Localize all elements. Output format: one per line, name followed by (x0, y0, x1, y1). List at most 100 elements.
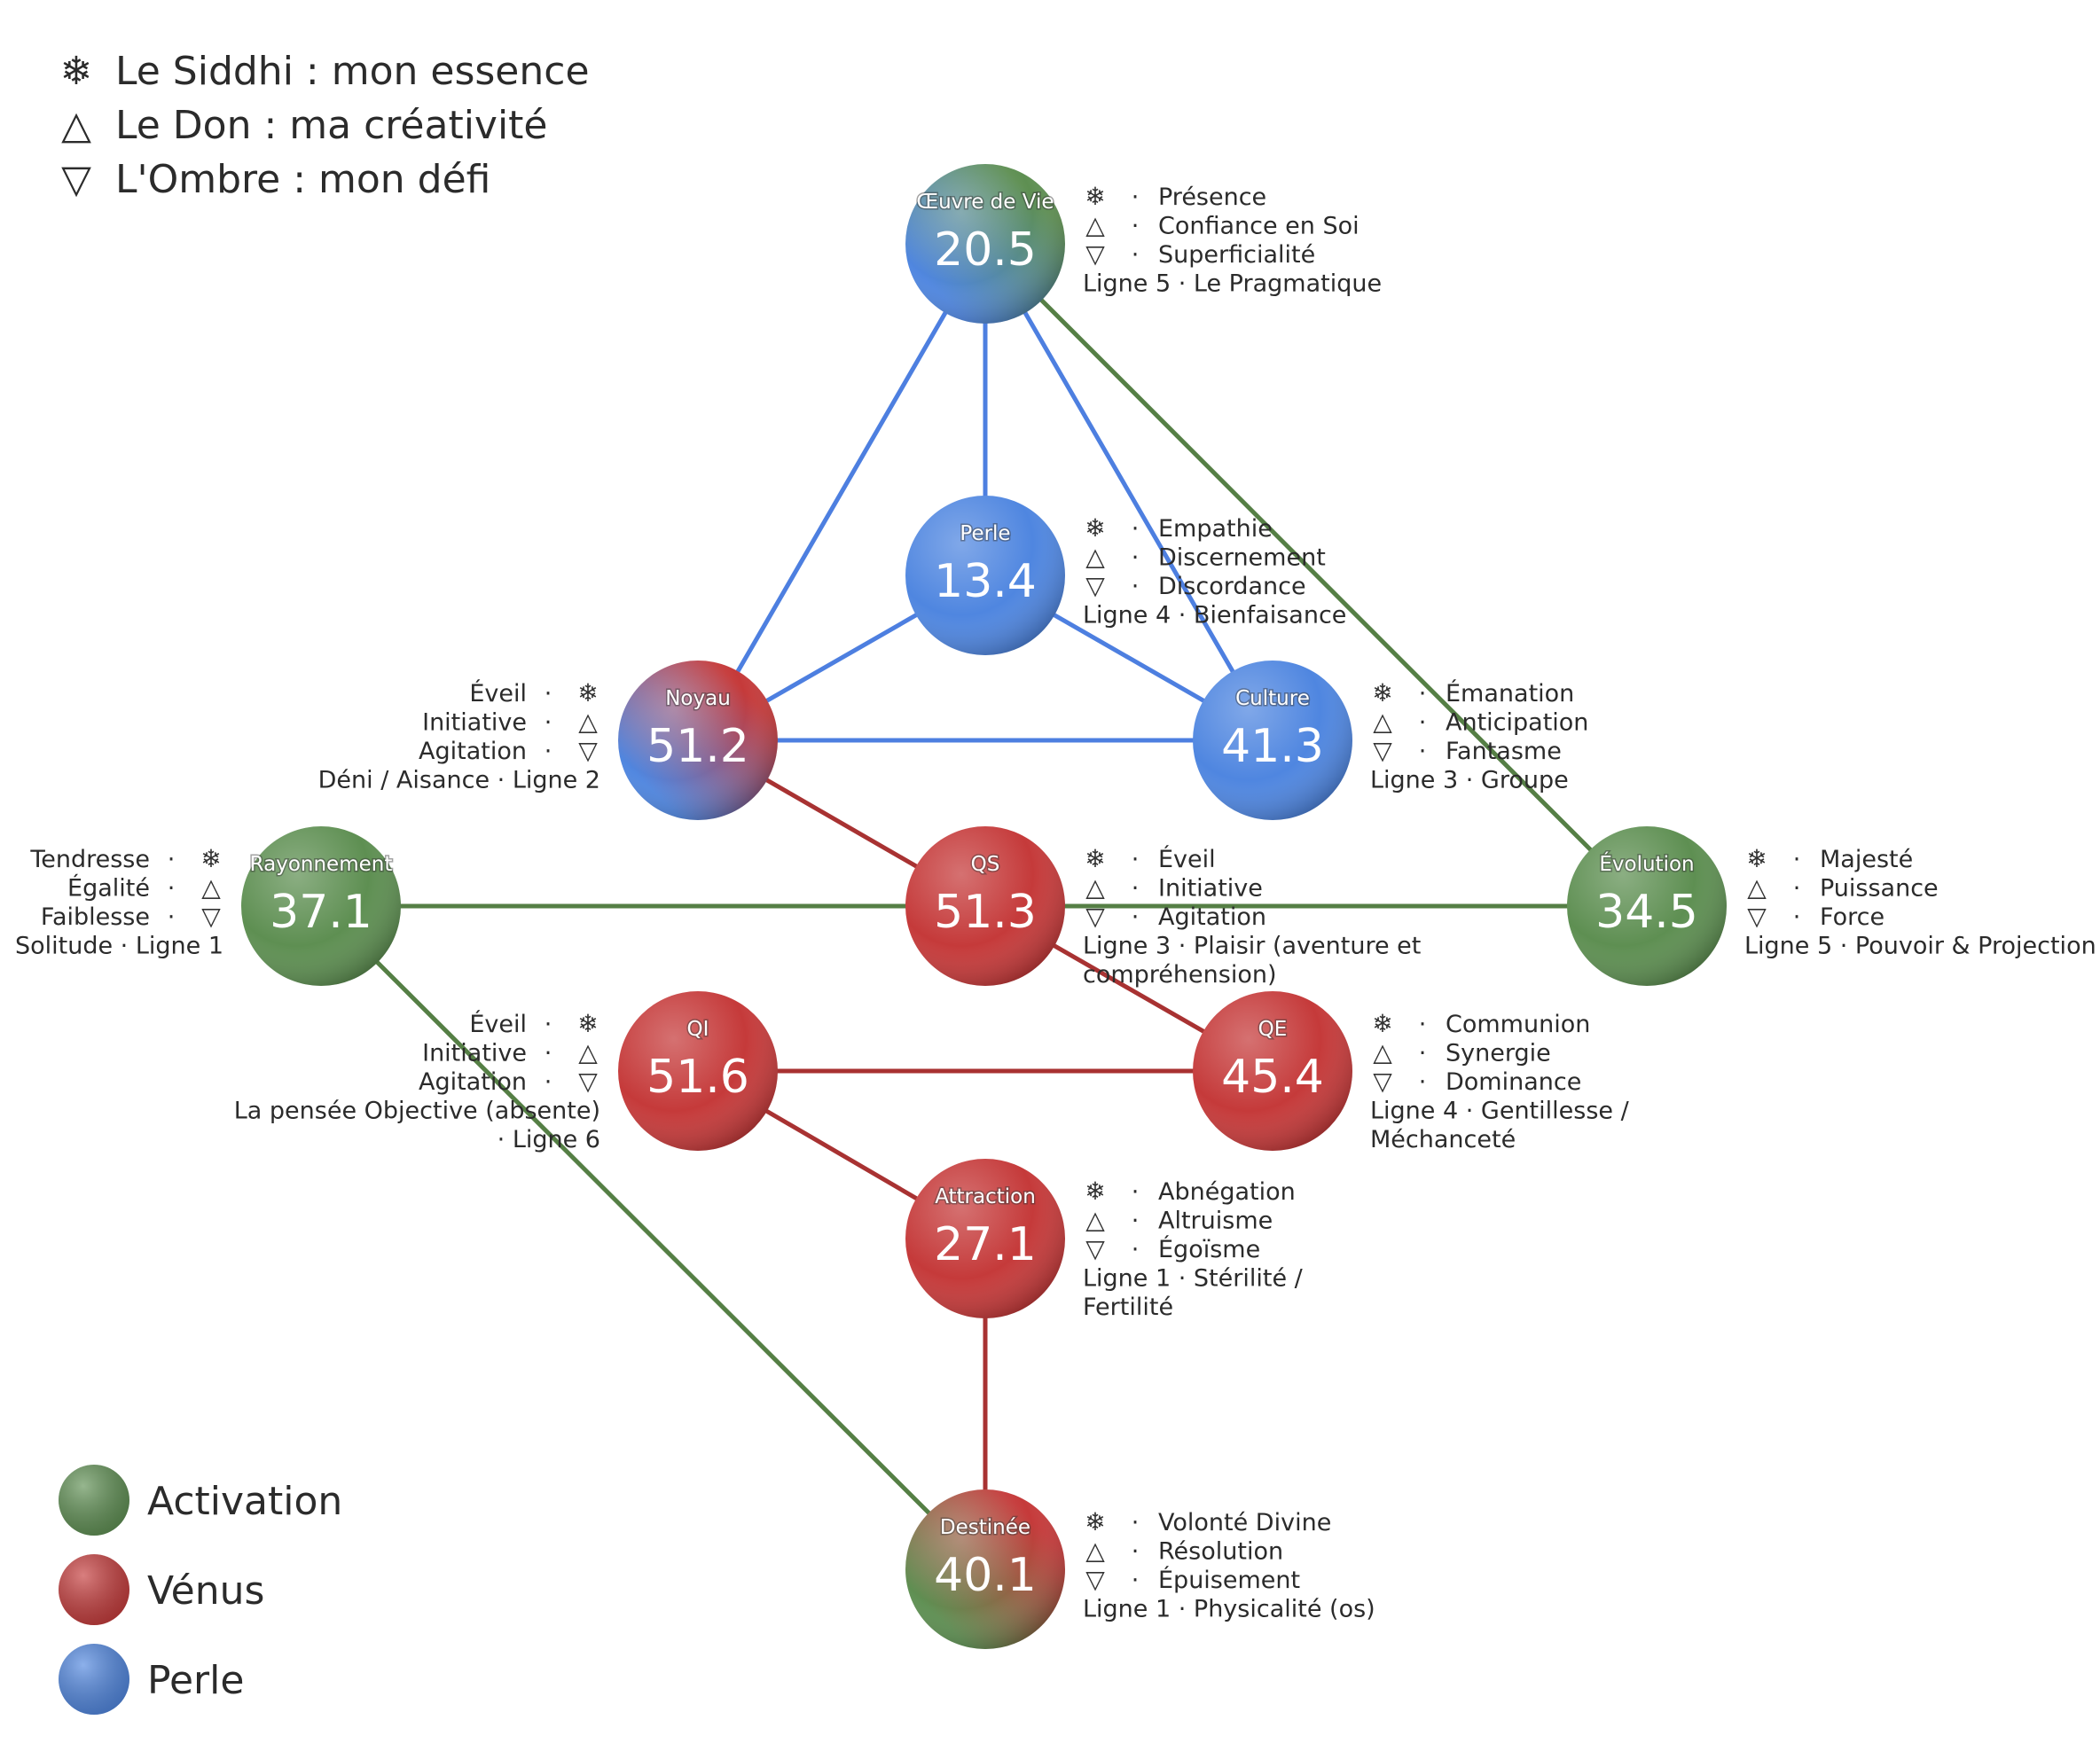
separator-dot: · (545, 680, 552, 708)
node-value: 51.3 (934, 886, 1037, 939)
node-title: QE (1258, 1018, 1288, 1041)
siddhi-label: Abnégation (1158, 1178, 1296, 1206)
siddhi-label: Éveil (469, 679, 527, 708)
node-shade (241, 826, 401, 986)
separator-dot: · (1132, 213, 1140, 240)
separator-dot: · (545, 1011, 552, 1038)
separator-dot: · (1132, 544, 1140, 572)
separator-dot: · (1132, 1236, 1140, 1263)
triangle-up-icon: △ (578, 708, 598, 737)
node-title: Culture (1235, 687, 1310, 710)
legend-label: Activation (147, 1479, 342, 1524)
edge-oeuvre-evolution (983, 242, 1649, 908)
ombre-label: Agitation (419, 1068, 527, 1096)
triangle-down-icon: ▽ (61, 157, 91, 202)
separator-dot: · (1419, 680, 1427, 708)
snowflake-icon: ❄ (1085, 1177, 1105, 1206)
node-value: 27.1 (934, 1218, 1037, 1271)
triangle-up-icon: △ (578, 1038, 598, 1067)
triangle-down-icon: ▽ (1085, 1234, 1105, 1263)
ombre-label: Épuisement (1158, 1566, 1300, 1594)
triangle-down-icon: ▽ (1085, 571, 1105, 600)
snowflake-icon: ❄ (1746, 844, 1767, 873)
ligne-label: Solitude · Ligne 1 (15, 933, 223, 960)
snowflake-icon: ❄ (1085, 1507, 1105, 1536)
node-title: Évolution (1599, 851, 1694, 876)
ligne-label: Méchanceté (1370, 1126, 1516, 1153)
node-shade (905, 826, 1065, 986)
separator-dot: · (1132, 573, 1140, 600)
separator-dot: · (168, 903, 176, 931)
separator-dot: · (1132, 1178, 1140, 1206)
separator-dot: · (1419, 1068, 1427, 1096)
don-label: Discernement (1158, 544, 1326, 572)
siddhi-label: Volonté Divine (1158, 1509, 1331, 1536)
node-shade (1567, 826, 1727, 986)
separator-dot: · (1132, 184, 1140, 211)
node-qs[interactable]: QS 51.3 (905, 826, 1065, 986)
node-title: Destinée (940, 1516, 1030, 1539)
node-title: QS (971, 853, 1000, 876)
node-shade (1193, 661, 1352, 820)
triangle-up-icon: △ (61, 103, 91, 148)
node-shade (618, 661, 778, 820)
ligne-label: Ligne 1 · Stérilité / (1083, 1265, 1304, 1293)
don-label: Confiance en Soi (1158, 213, 1360, 240)
don-label: Résolution (1158, 1538, 1283, 1566)
edge-rayonnement-destinee (319, 904, 987, 1571)
node-value: 13.4 (934, 555, 1037, 608)
ombre-label: Force (1820, 903, 1885, 931)
don-label: Initiative (422, 1040, 527, 1067)
don-label: Initiative (1158, 875, 1263, 903)
legend-swatch-shade (59, 1644, 129, 1715)
ligne-label: Ligne 3 · Plaisir (aventure et (1083, 933, 1421, 960)
snowflake-icon: ❄ (1085, 513, 1105, 543)
annotation-oeuvre: ❄·Présence△·Confiance en Soi▽·Superficia… (1083, 182, 1382, 298)
triangle-down-icon: ▽ (1373, 736, 1392, 765)
ligne-label: Ligne 4 · Gentillesse / (1370, 1098, 1630, 1125)
node-value: 51.6 (646, 1051, 749, 1104)
triangle-down-icon: ▽ (1373, 1067, 1392, 1096)
ligne-label: · Ligne 6 (498, 1126, 600, 1153)
separator-dot: · (1793, 846, 1801, 873)
node-shade (905, 1159, 1065, 1318)
don-label: Initiative (422, 709, 527, 737)
node-value: 41.3 (1221, 720, 1324, 773)
siddhi-label: Communion (1446, 1011, 1590, 1038)
triangle-up-icon: △ (1373, 1038, 1392, 1067)
triangle-down-icon: ▽ (1085, 1565, 1105, 1594)
node-value: 51.2 (646, 720, 749, 773)
siddhi-label: Présence (1158, 184, 1266, 211)
ombre-label: Dominance (1446, 1068, 1581, 1096)
separator-dot: · (1132, 1509, 1140, 1536)
annotation-rayonnement: ❄·Tendresse△·Égalité▽·FaiblesseSolitude … (15, 844, 223, 960)
separator-dot: · (1419, 738, 1427, 765)
ombre-label: Égoïsme (1158, 1235, 1260, 1263)
separator-dot: · (1132, 875, 1140, 903)
snowflake-icon: ❄ (1372, 1009, 1392, 1038)
edge-oeuvre-noyau (695, 242, 988, 742)
snowflake-icon: ❄ (60, 49, 93, 94)
separator-dot: · (1132, 1208, 1140, 1235)
node-culture[interactable]: Culture 41.3 (1193, 661, 1352, 820)
ligne-label: compréhension) (1083, 961, 1277, 989)
ligne-label: Ligne 3 · Groupe (1370, 767, 1569, 794)
node-shade (905, 496, 1065, 655)
separator-dot: · (545, 709, 552, 737)
legend-label: Vénus (147, 1568, 264, 1614)
separator-dot: · (1793, 875, 1801, 903)
triangle-down-icon: ▽ (578, 736, 598, 765)
triangle-down-icon: ▽ (1747, 902, 1767, 931)
legend-swatch-shade (59, 1465, 129, 1536)
